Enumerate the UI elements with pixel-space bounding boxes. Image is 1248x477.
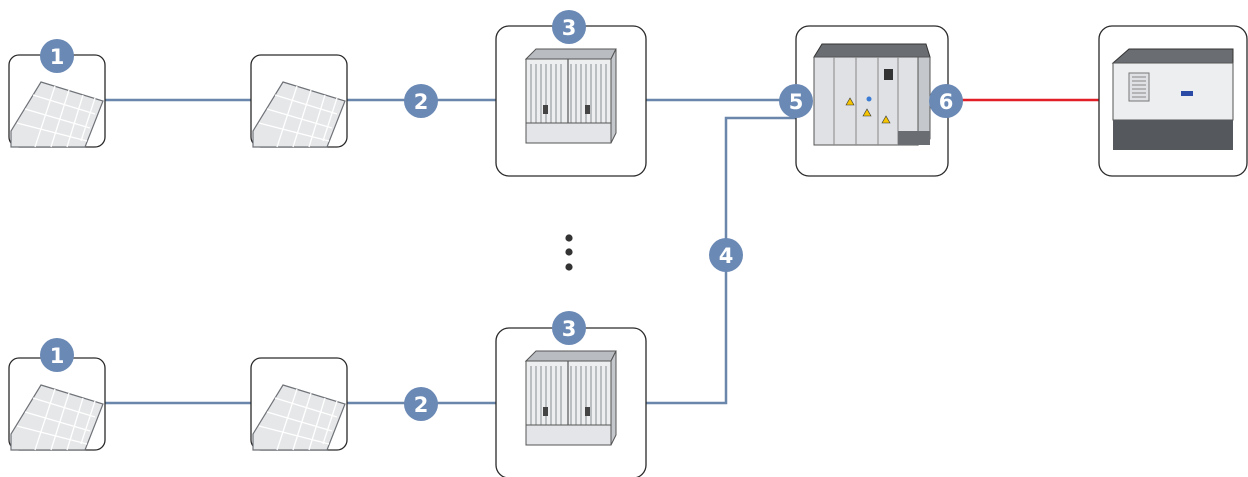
badge-3-bottom: 3 <box>552 311 586 345</box>
svg-text:3: 3 <box>562 16 577 40</box>
badge-1-bottom: 1 <box>40 338 74 372</box>
svg-text:5: 5 <box>789 90 804 114</box>
badge-4: 4 <box>709 238 743 272</box>
svg-text:1: 1 <box>50 344 65 368</box>
badge-6: 6 <box>929 84 963 118</box>
svg-text:2: 2 <box>414 393 429 417</box>
svg-text:2: 2 <box>414 90 429 114</box>
badge-5: 5 <box>779 84 813 118</box>
central-inverter <box>795 25 949 177</box>
badge-2-bottom: 2 <box>404 387 438 421</box>
vertical-ellipsis-icon <box>565 234 573 271</box>
combiner-box-top <box>495 25 647 177</box>
badge-2-top: 2 <box>404 84 438 118</box>
svg-text:3: 3 <box>562 317 577 341</box>
svg-text:6: 6 <box>939 90 954 114</box>
svg-text:1: 1 <box>50 45 65 69</box>
pv-module-bottom-right <box>250 357 348 451</box>
combiner-box-bottom <box>495 327 647 477</box>
badge-1-top: 1 <box>40 39 74 73</box>
connection-lines <box>102 98 796 405</box>
pv-module-top-right <box>250 54 348 148</box>
badge-3-top: 3 <box>552 10 586 44</box>
svg-text:4: 4 <box>719 244 734 268</box>
mv-station <box>1098 25 1248 177</box>
